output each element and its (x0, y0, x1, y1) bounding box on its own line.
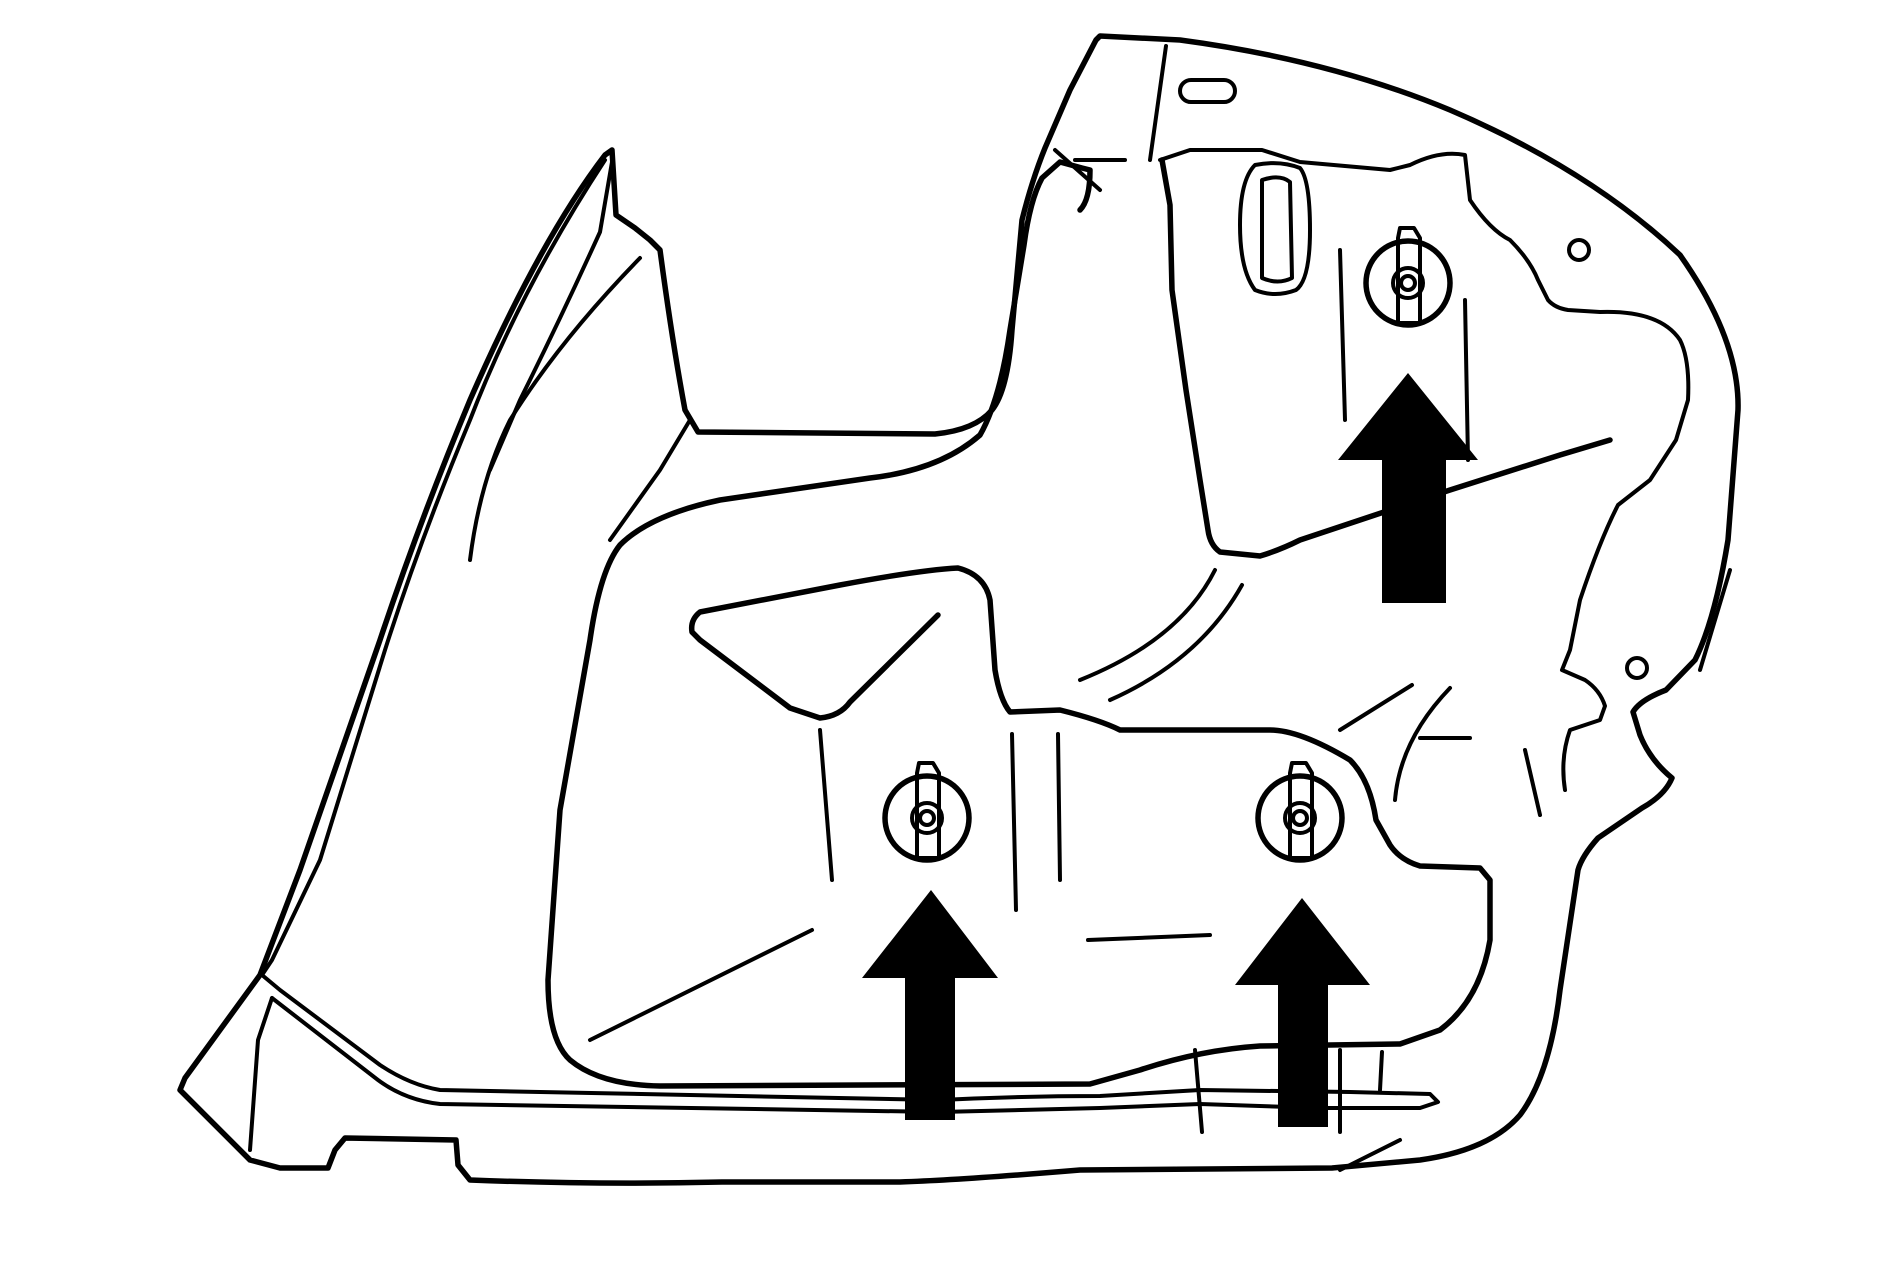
fastener-lower-left (882, 761, 972, 863)
fastener-lower-center (1255, 761, 1345, 863)
arrow-up-icon (1235, 898, 1370, 1127)
upper-slot (1238, 161, 1312, 296)
top-slot (1178, 78, 1237, 104)
fastener-upper-right (1363, 226, 1453, 328)
small-hole (1567, 238, 1591, 262)
arrow-up-icon (862, 890, 998, 1120)
panel-outline (177, 33, 1741, 1186)
panel-contours (248, 44, 1732, 1172)
arrow-up-icon (1338, 373, 1478, 603)
